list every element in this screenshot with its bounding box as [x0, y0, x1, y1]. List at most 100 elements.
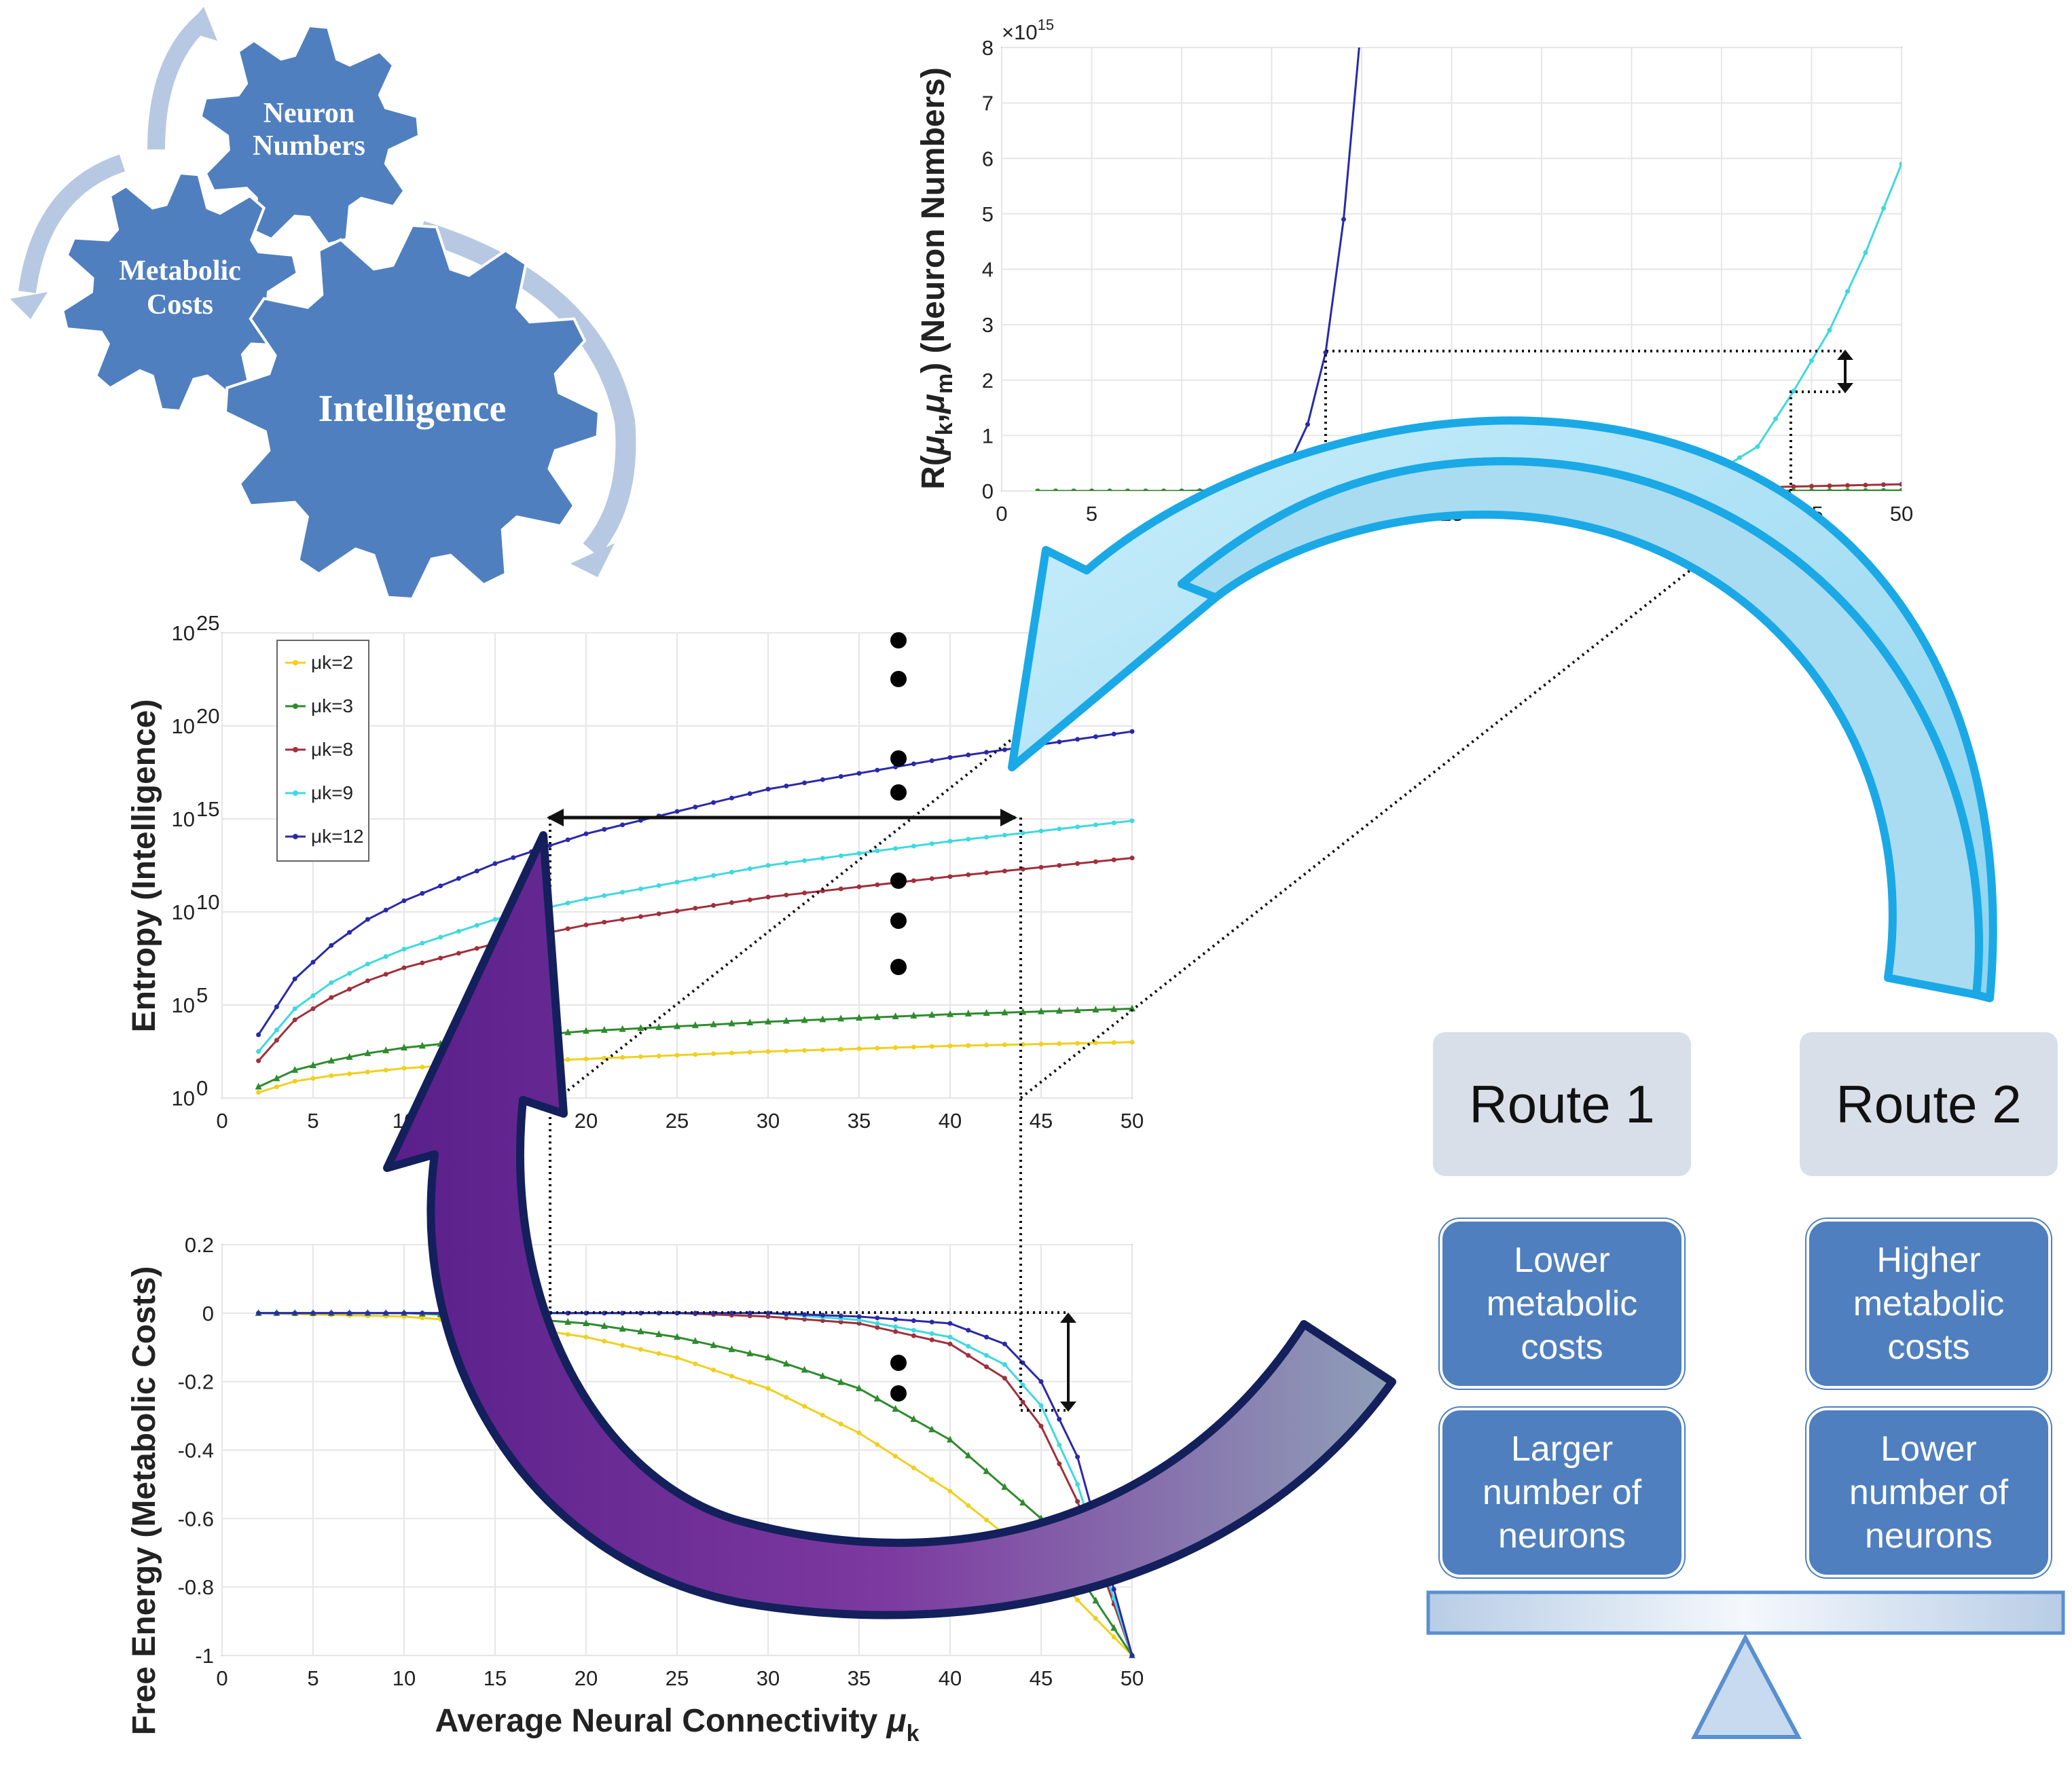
series-point: [693, 1311, 698, 1316]
series-point: [583, 1319, 589, 1326]
series-point: [784, 1048, 789, 1054]
chart2-arrow-head-right: [1000, 809, 1017, 826]
series-point: [655, 1330, 663, 1338]
series-point: [1057, 1041, 1062, 1046]
series-point: [602, 1055, 607, 1061]
series-point: [674, 1355, 680, 1360]
cycle-arrow-left: [18, 154, 126, 293]
series-point: [274, 1027, 279, 1033]
series-point: [583, 896, 589, 902]
series-point: [1057, 826, 1062, 832]
series-point: [256, 1090, 261, 1095]
series-point: [910, 1011, 917, 1019]
series-point: [674, 879, 680, 885]
series-point: [837, 1014, 845, 1022]
series-point: [1001, 1482, 1008, 1490]
x-tick-label: 0: [216, 1666, 228, 1690]
series-point: [784, 784, 789, 789]
x-tick-label: 25: [666, 1109, 689, 1133]
series-point: [620, 1055, 625, 1060]
series-point: [947, 1010, 953, 1017]
series-point: [802, 1317, 807, 1322]
series-point: [947, 1334, 953, 1340]
series-point: [1129, 729, 1135, 734]
series-point: [947, 874, 953, 879]
series-point: [929, 758, 934, 763]
gear-shape: [223, 223, 601, 601]
series-point: [383, 972, 388, 977]
chart2-ylabel: Entropy (Intelligence): [126, 699, 162, 1033]
series-point: [1002, 1361, 1007, 1367]
series-point: [747, 897, 752, 902]
series-point: [693, 906, 698, 911]
series-point: [984, 750, 989, 755]
series-point: [729, 1311, 734, 1316]
series-point: [583, 831, 589, 837]
y-tick-label: -0.6: [178, 1507, 214, 1531]
series-point: [1809, 488, 1814, 491]
series-point: [1360, 18, 1364, 22]
y-tick-label: -0.2: [178, 1370, 214, 1394]
series-point: [1093, 822, 1098, 828]
x-tick-label: 30: [757, 1109, 780, 1133]
series-point: [383, 954, 388, 959]
series-point: [401, 965, 407, 970]
series-point: [929, 1331, 934, 1336]
chart2-legend: μk=2μk=3μk=8μk=9μk=12: [276, 640, 369, 862]
series-point: [602, 893, 607, 898]
y-tick-exponent: 10: [196, 890, 219, 914]
x-tick-label: 50: [1890, 502, 1913, 526]
series-point: [383, 1067, 388, 1073]
series-point: [1773, 416, 1778, 422]
series-point: [928, 1425, 936, 1433]
series-point: [875, 1046, 880, 1051]
series-point: [693, 804, 698, 809]
series-point: [383, 907, 388, 913]
series-point: [382, 1046, 390, 1054]
route1-metabolic-box: Lower metabolic costs: [1440, 1219, 1684, 1389]
series-point: [784, 1315, 789, 1321]
series-point: [893, 1454, 898, 1459]
series-point: [1881, 482, 1886, 488]
series-point: [1863, 488, 1868, 491]
series-point: [638, 886, 643, 892]
x-tick-label: 25: [666, 1666, 689, 1690]
series-point: [1057, 1461, 1062, 1467]
series-point: [728, 1019, 735, 1027]
x-tick-label: 40: [939, 1109, 962, 1133]
series-point: [620, 1342, 625, 1348]
series-point: [893, 1329, 898, 1334]
series-point: [1002, 1042, 1007, 1048]
series-point: [820, 888, 825, 894]
series-point: [420, 891, 425, 896]
series-point: [1038, 828, 1044, 834]
series-point: [856, 1014, 862, 1021]
series-point: [456, 876, 461, 881]
series-point: [619, 1325, 626, 1332]
series-point: [656, 1351, 661, 1356]
series-point: [711, 1311, 716, 1316]
series-point: [292, 1006, 297, 1011]
series-point: [984, 1334, 989, 1340]
series-point: [1827, 488, 1832, 491]
series-point: [1035, 488, 1040, 491]
series-point: [474, 946, 479, 951]
series-point: [474, 868, 479, 874]
series-point: [565, 1057, 570, 1063]
series-point: [1111, 857, 1116, 862]
series-point: [564, 1317, 572, 1325]
x-tick-label: 15: [484, 1666, 507, 1690]
series-point: [1002, 832, 1007, 838]
x-tick-label: 40: [939, 1666, 962, 1690]
series-point: [456, 951, 461, 956]
legend-label: μk=12: [311, 826, 364, 847]
series-point: [401, 898, 407, 904]
series-point: [856, 1314, 862, 1319]
series-point: [782, 1017, 790, 1024]
series-point: [456, 928, 461, 934]
series-point: [747, 866, 752, 871]
series-point: [656, 1311, 661, 1316]
series-point: [784, 1311, 789, 1317]
series-point: [1845, 483, 1850, 488]
gear-shape: [60, 171, 299, 413]
